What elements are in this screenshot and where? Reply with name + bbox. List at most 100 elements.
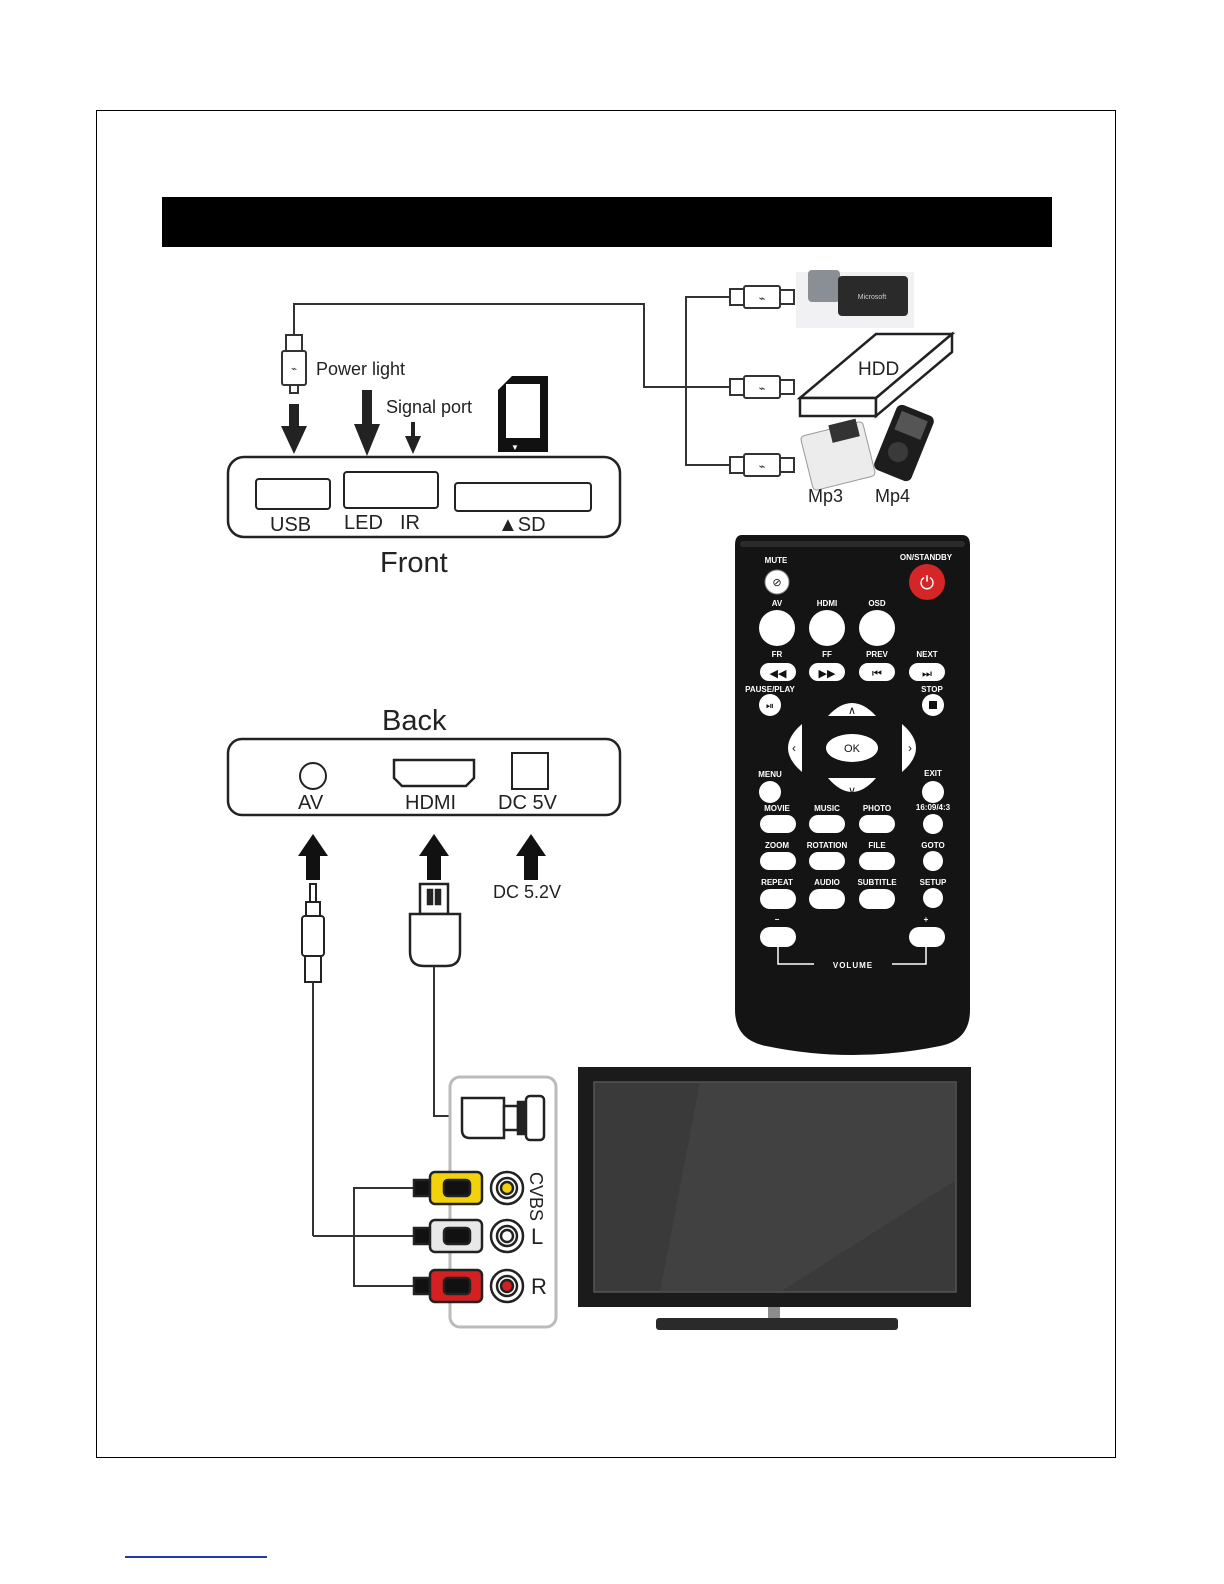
photo-label: PHOTO [863,804,891,813]
chevron-down-icon: ∨ [848,785,856,797]
next-label: NEXT [916,650,937,659]
chevron-up-icon: ∧ [848,705,856,717]
pause-play-label: PAUSE/PLAY [745,685,795,694]
play-pause-icon: ⏯ [766,701,774,712]
prev-button[interactable] [859,663,895,681]
prev-label: PREV [866,650,888,659]
left-button[interactable] [788,724,802,772]
hdmi-button[interactable] [809,610,845,646]
svg-text:⌁: ⌁ [291,364,297,375]
usb-plug-icon: ⌁ [729,285,795,309]
av-port-label: AV [298,792,324,814]
zoom-button[interactable] [760,852,796,870]
down-button[interactable] [828,778,876,792]
movie-label: MOVIE [764,804,790,813]
left-rca-plug-icon [412,1218,525,1254]
osd-button-label: OSD [868,599,886,608]
page-frame [96,110,1116,1458]
dc-jack [511,752,549,790]
mute-icon: ⊘ [772,577,781,589]
ff-button[interactable] [809,663,845,681]
rotation-button[interactable] [809,852,845,870]
front-caption: Front [380,547,448,579]
fr-label: FR [772,650,783,659]
power-light-callout: Power light [316,359,405,379]
menu-label: MENU [758,770,782,779]
svg-text:⌁: ⌁ [759,383,766,395]
audio-label: AUDIO [814,878,840,887]
right-button[interactable] [902,724,916,772]
standby-button[interactable] [909,564,945,600]
signal-port-callout: Signal port [386,397,472,417]
mute-button[interactable] [764,569,790,595]
mp4-label: Mp4 [875,486,910,506]
volume-up-button[interactable] [909,927,945,947]
svg-text:⌁: ⌁ [759,461,766,473]
arrow-up-icon [298,834,328,880]
arrow-down-icon [281,404,307,454]
volume-plus-label: + [924,915,929,924]
arrow-down-icon [405,422,421,454]
audio-button[interactable] [809,889,845,909]
rewind-icon: ◀◀ [770,668,787,680]
osd-button[interactable] [859,610,895,646]
setup-label: SETUP [920,878,947,887]
cvbs-rca-plug-icon [412,1170,525,1206]
music-label: MUSIC [814,804,840,813]
goto-button[interactable] [923,851,943,871]
setup-button[interactable] [923,888,943,908]
usb-cable [293,296,730,466]
exit-button[interactable] [922,781,944,803]
volume-label: VOLUME [833,961,873,970]
hdmi-plug-icon [408,882,462,968]
music-button[interactable] [809,815,845,833]
mp4-player-icon [874,404,934,482]
pause-play-button[interactable] [759,694,781,716]
stop-label: STOP [921,685,943,694]
remote-control: MUTE ⊘ ON/STANDBY ⏻ AV HDMI OSD FR FF PR… [735,535,970,1055]
arrow-down-icon [354,390,380,456]
movie-button[interactable] [760,815,796,833]
dc-port-label: DC 5V [498,792,558,814]
hdmi-port-label: HDMI [405,792,456,814]
card-reader-icon: Microsoft [796,270,914,328]
power-icon: ⏻ [920,573,934,593]
tv-icon [578,1067,971,1330]
hdd-icon [796,331,956,419]
usb-port [255,478,331,510]
fr-button[interactable] [760,663,796,681]
repeat-button[interactable] [760,889,796,909]
aspect-button[interactable] [923,814,943,834]
arrow-up-icon [419,834,449,880]
subtitle-button[interactable] [859,889,895,909]
title-bar [162,197,1052,247]
next-button[interactable] [909,663,945,681]
sd-slot-label: ▲SD [498,514,546,536]
ok-button[interactable] [826,734,878,762]
rca-cable [313,1187,414,1287]
repeat-label: REPEAT [761,878,793,887]
led-label: LED [344,512,383,534]
sd-slot [454,482,592,512]
hdmi-input-plug-icon [460,1094,546,1142]
back-caption: Back [382,705,447,737]
av-jack [299,762,327,790]
menu-button[interactable] [759,781,781,803]
stop-icon [929,701,937,709]
usb-plug-icon: ⌁ [729,453,795,477]
cvbs-label: CVBS [526,1172,546,1221]
usb-plug-icon: ⌁ [281,334,307,394]
photo-button[interactable] [859,815,895,833]
arrow-up-icon [516,834,546,880]
hdmi-button-label: HDMI [817,599,837,608]
up-button[interactable] [828,703,876,716]
svg-text:▼: ▼ [511,443,519,452]
mp3-label: Mp3 [808,486,843,506]
mp3-player-icon [800,418,876,491]
volume-minus-label: − [775,915,780,924]
file-button[interactable] [859,852,895,870]
usb-plug-icon: ⌁ [729,375,795,399]
volume-down-button[interactable] [760,927,796,947]
av-button[interactable] [759,610,795,646]
